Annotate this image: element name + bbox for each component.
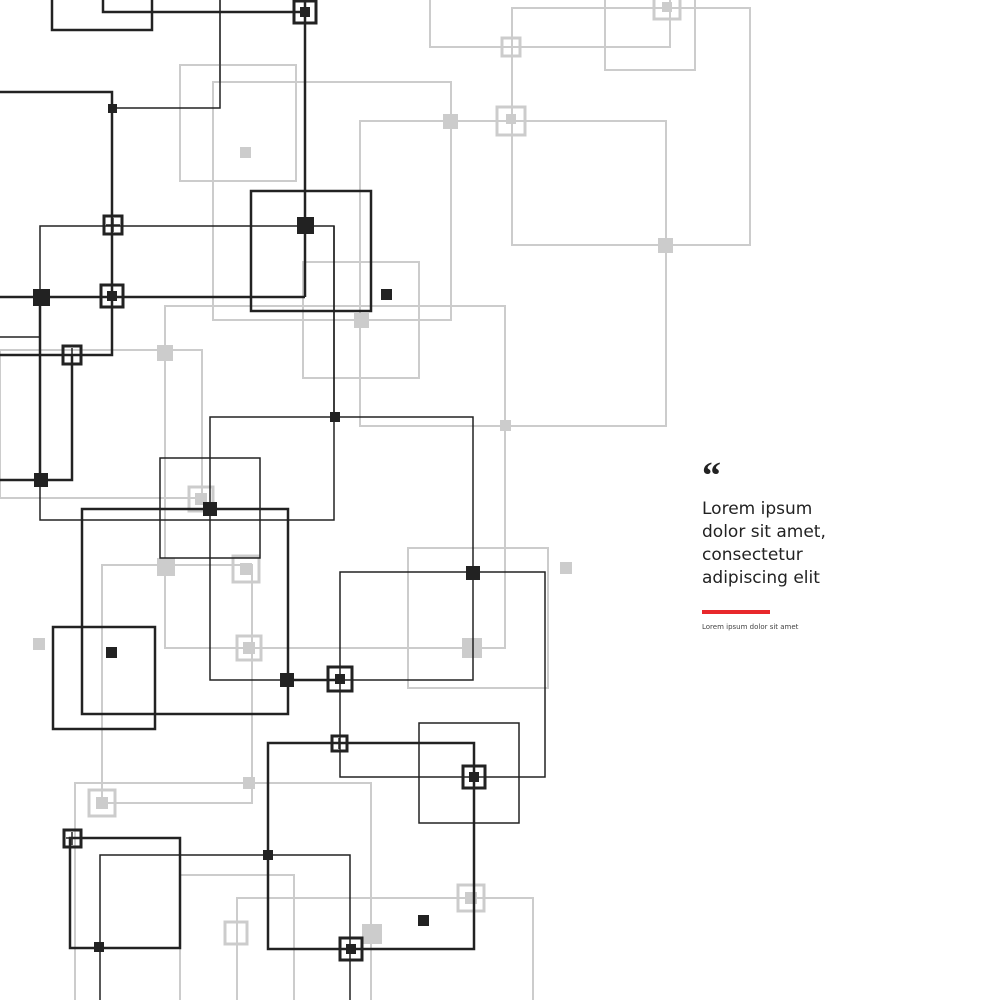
dark-outlined-node-centers <box>107 7 479 954</box>
light-gray-nodes <box>33 114 673 944</box>
quote-line-3: consectetur <box>702 545 803 565</box>
quote-line-4: adipiscing elit <box>702 568 820 588</box>
red-accent-bar <box>702 610 770 614</box>
dark-outlined-nodes <box>61 0 487 962</box>
quote-block: “ Lorem ipsum dolor sit amet, consectetu… <box>702 455 902 631</box>
light-gray-layer <box>0 0 751 1000</box>
quote-line-2: dolor sit amet, <box>702 522 826 542</box>
dark-nodes <box>33 104 480 952</box>
quote-caption: Lorem ipsum dolor sit amet <box>702 623 799 631</box>
quote-line-1: Lorem ipsum <box>702 499 813 519</box>
dark-thick-lines <box>0 0 476 951</box>
light-gray-outlined-nodes <box>87 0 682 946</box>
light-gray-node-centers <box>96 2 672 904</box>
dark-outlined-node-crosses <box>65 218 345 845</box>
quote-mark: “ <box>702 455 721 497</box>
